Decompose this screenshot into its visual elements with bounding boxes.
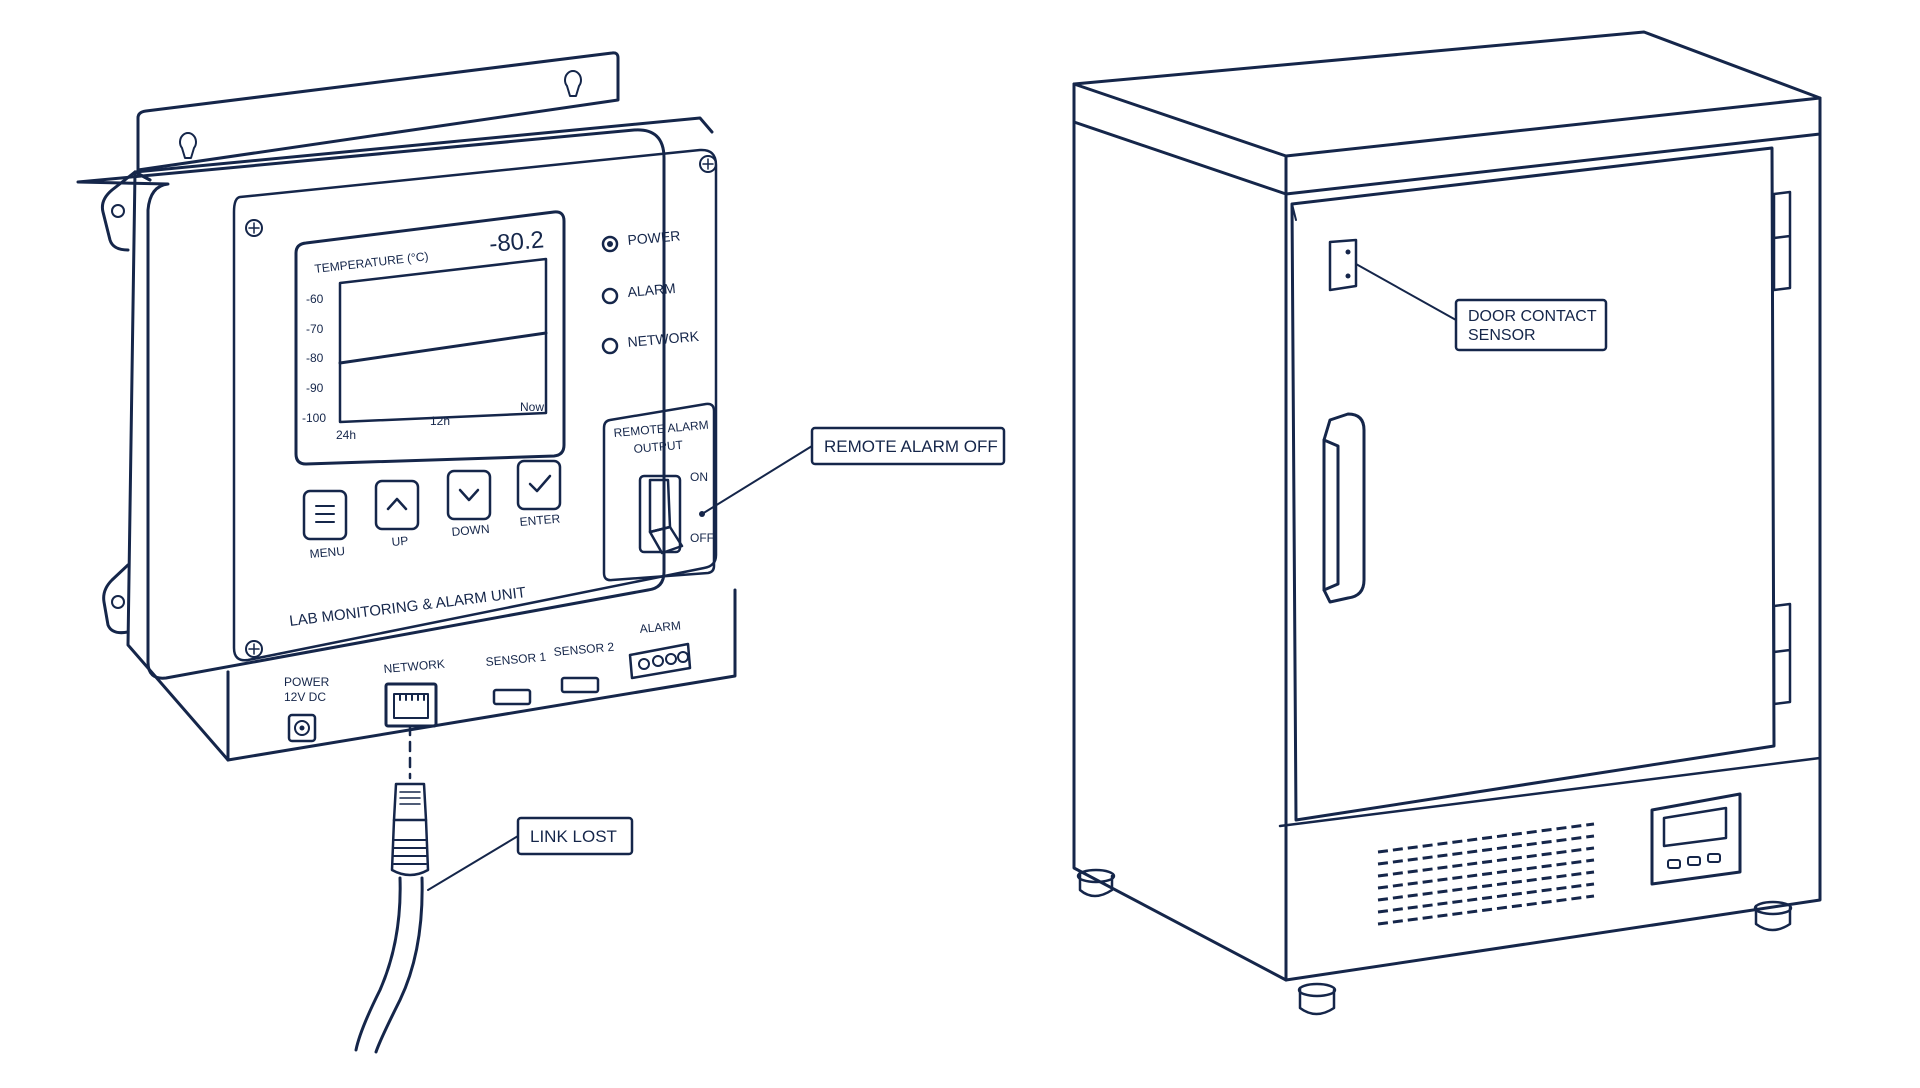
enclosure-side [126, 170, 230, 762]
freezer-front [1284, 132, 1822, 982]
y-tick-label: -70 [306, 322, 324, 336]
checkmark-icon [528, 474, 552, 493]
mount-ear-top [100, 170, 137, 252]
mount-hole-top [111, 204, 125, 218]
door-contact-sensor [1328, 238, 1358, 292]
keyhole-right-icon [564, 70, 582, 97]
x-tick-label: 12h [430, 414, 450, 428]
remote-alarm-switch[interactable] [638, 474, 684, 555]
freezer-feet [1076, 868, 1793, 1016]
callout-door-sensor-line2: SENSOR [1468, 327, 1536, 344]
enter-button[interactable]: ENTER [516, 459, 562, 529]
y-tick-label: -80 [306, 351, 324, 365]
ultra-low-freezer [1072, 30, 1822, 1016]
freezer-top [1072, 30, 1822, 158]
display-title: TEMPERATURE (°C) [314, 249, 429, 276]
enclosure-front [76, 128, 666, 680]
rj45-plug [392, 782, 428, 822]
remote-alarm-label-line2: OUTPUT [633, 438, 684, 456]
led-alarm-label: ALARM [627, 280, 676, 300]
unit-brand-label: LAB MONITORING & ALARM UNIT [288, 584, 526, 630]
panel-screws [245, 155, 717, 658]
callout-leader [427, 835, 519, 891]
freezer-controller [1650, 792, 1742, 886]
menu-button[interactable]: MENU [302, 489, 348, 561]
port-strip [226, 588, 737, 762]
hinge-top [1772, 190, 1792, 292]
chevron-up-icon [386, 497, 408, 511]
sensor1-port-label: SENSOR 1 [485, 650, 547, 669]
enter-button-label: ENTER [519, 511, 561, 529]
power-port-label-line2: 12V DC [284, 690, 326, 704]
power-jack [287, 713, 317, 743]
power-port-label-line1: POWER [284, 675, 330, 689]
display-plot-area [338, 257, 548, 424]
display-reading: -80.2 [488, 226, 545, 258]
callout-leader [701, 445, 813, 515]
freezer-side [1072, 120, 1288, 982]
alarm-port-label: ALARM [639, 618, 681, 636]
led-power: POWER [601, 227, 681, 253]
hinge-bottom [1772, 602, 1792, 706]
led-network-label: NETWORK [627, 328, 700, 350]
network-cable [354, 724, 430, 1054]
switch-on-label: ON [690, 470, 708, 484]
chevron-down-icon [458, 488, 480, 502]
display-bezel [294, 210, 566, 466]
remote-alarm-box [602, 402, 716, 582]
down-button-label: DOWN [451, 522, 490, 539]
y-tick-label: -60 [306, 292, 324, 306]
callout-box [810, 426, 1006, 466]
callout-remote-alarm-text: REMOTE ALARM OFF [824, 437, 998, 456]
network-port-label: NETWORK [383, 657, 445, 676]
mounting-plate [136, 51, 620, 172]
display-trend-line [338, 331, 548, 365]
mount-ear-bottom [102, 563, 130, 635]
switch-off-label: OFF [690, 531, 714, 545]
x-tick-label: Now [520, 400, 544, 414]
vent-grille [1377, 822, 1595, 926]
sensor2-port[interactable] [560, 676, 600, 694]
callout-door-sensor-line1: DOOR CONTACT [1468, 308, 1597, 325]
callout-box [1454, 298, 1608, 352]
led-network: NETWORK [601, 328, 700, 355]
callout-box [516, 816, 634, 856]
mount-hole-bottom [111, 595, 125, 609]
callout-link-lost-text: LINK LOST [530, 827, 617, 846]
callout-door-sensor: DOOR CONTACT SENSOR [1355, 263, 1608, 352]
up-button[interactable]: UP [374, 479, 420, 549]
door-handle[interactable] [1322, 412, 1366, 604]
kickplate-line [1278, 756, 1822, 828]
remote-alarm-label-line1: REMOTE ALARM [613, 418, 709, 440]
network-port[interactable] [384, 682, 438, 728]
sensor2-port-label: SENSOR 2 [553, 640, 615, 659]
up-button-label: UP [391, 534, 409, 549]
callout-remote-alarm: REMOTE ALARM OFF [699, 426, 1006, 517]
callout-leader [1355, 263, 1457, 321]
x-tick-label: 24h [336, 428, 356, 442]
sensor1-port[interactable] [492, 688, 532, 706]
menu-icon [315, 505, 335, 523]
down-button[interactable]: DOWN [446, 469, 492, 539]
keyhole-left-icon [179, 132, 197, 159]
menu-button-label: MENU [309, 544, 345, 561]
y-tick-label: -100 [302, 411, 326, 425]
front-panel [232, 148, 718, 662]
led-power-label: POWER [627, 227, 681, 248]
monitoring-unit: TEMPERATURE (°C) -80.2 -60 -70 -80 -90 -… [76, 51, 737, 762]
callout-link-lost: LINK LOST [427, 816, 634, 891]
y-tick-label: -90 [306, 381, 324, 395]
alarm-terminal-block[interactable] [628, 642, 692, 680]
led-alarm: ALARM [601, 280, 676, 305]
